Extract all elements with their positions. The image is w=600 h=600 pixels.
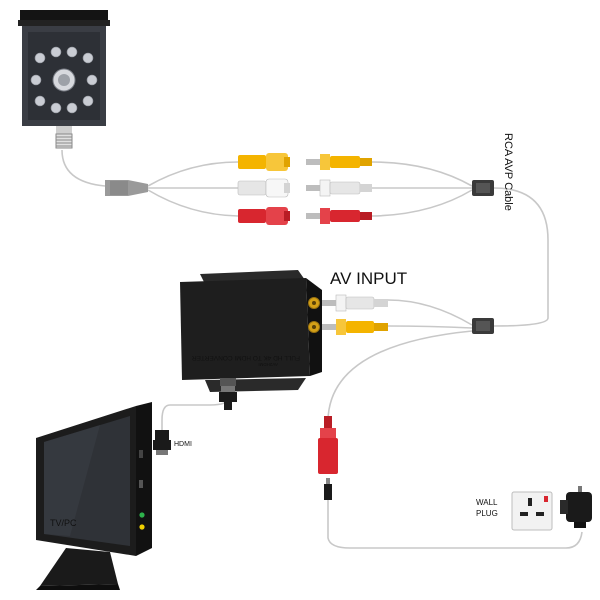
wall-plug-label-1: WALL bbox=[476, 498, 498, 507]
camera-icon bbox=[18, 10, 110, 149]
camera-cable bbox=[61, 149, 106, 187]
power-adapter-icon bbox=[560, 486, 592, 528]
av-in-yellow bbox=[387, 325, 473, 329]
rca-female-red bbox=[238, 207, 290, 225]
av-plug-yellow bbox=[322, 319, 388, 335]
rca-main-run bbox=[493, 187, 549, 327]
power-lead bbox=[327, 330, 473, 421]
power-connector bbox=[318, 416, 338, 500]
rca-male-red bbox=[306, 208, 372, 224]
splitter-right-top bbox=[472, 180, 494, 196]
splitter-right-bottom bbox=[472, 318, 494, 334]
monitor-icon bbox=[36, 402, 152, 590]
converter-label: FULL HD 4K TO HDMI CONVERTER bbox=[192, 354, 300, 361]
wall-plug-label-2: PLUG bbox=[476, 509, 498, 518]
hdmi-cable bbox=[161, 397, 229, 430]
right-red bbox=[371, 189, 473, 217]
av-plug-white bbox=[322, 294, 388, 312]
splitter-left bbox=[105, 180, 148, 196]
av-in-white bbox=[387, 299, 473, 326]
cables bbox=[61, 149, 583, 549]
rca-male-set bbox=[306, 154, 372, 224]
hdmi-plug-icon bbox=[153, 386, 237, 455]
rca-male-white bbox=[306, 179, 372, 197]
fanout-red bbox=[147, 189, 239, 217]
converter-sublabel: AV2HDMI bbox=[258, 362, 278, 367]
rca-male-yellow bbox=[306, 154, 372, 170]
av-input-plugs bbox=[322, 294, 388, 335]
dc-lead bbox=[327, 500, 583, 549]
converter-box-icon bbox=[180, 270, 322, 392]
monitor-logo: TV/PC bbox=[50, 518, 77, 528]
av-input-label: AV INPUT bbox=[330, 269, 407, 288]
hdmi-label: HDMI bbox=[174, 441, 192, 448]
right-yellow bbox=[371, 161, 473, 187]
rca-connector-icon bbox=[237, 153, 290, 225]
rca-cable-label: RCA AVP Cable bbox=[502, 133, 514, 211]
rca-female-yellow bbox=[238, 153, 290, 171]
fanout-yellow bbox=[147, 161, 239, 187]
rca-female-white bbox=[237, 178, 290, 198]
wall-socket-icon bbox=[511, 491, 553, 531]
